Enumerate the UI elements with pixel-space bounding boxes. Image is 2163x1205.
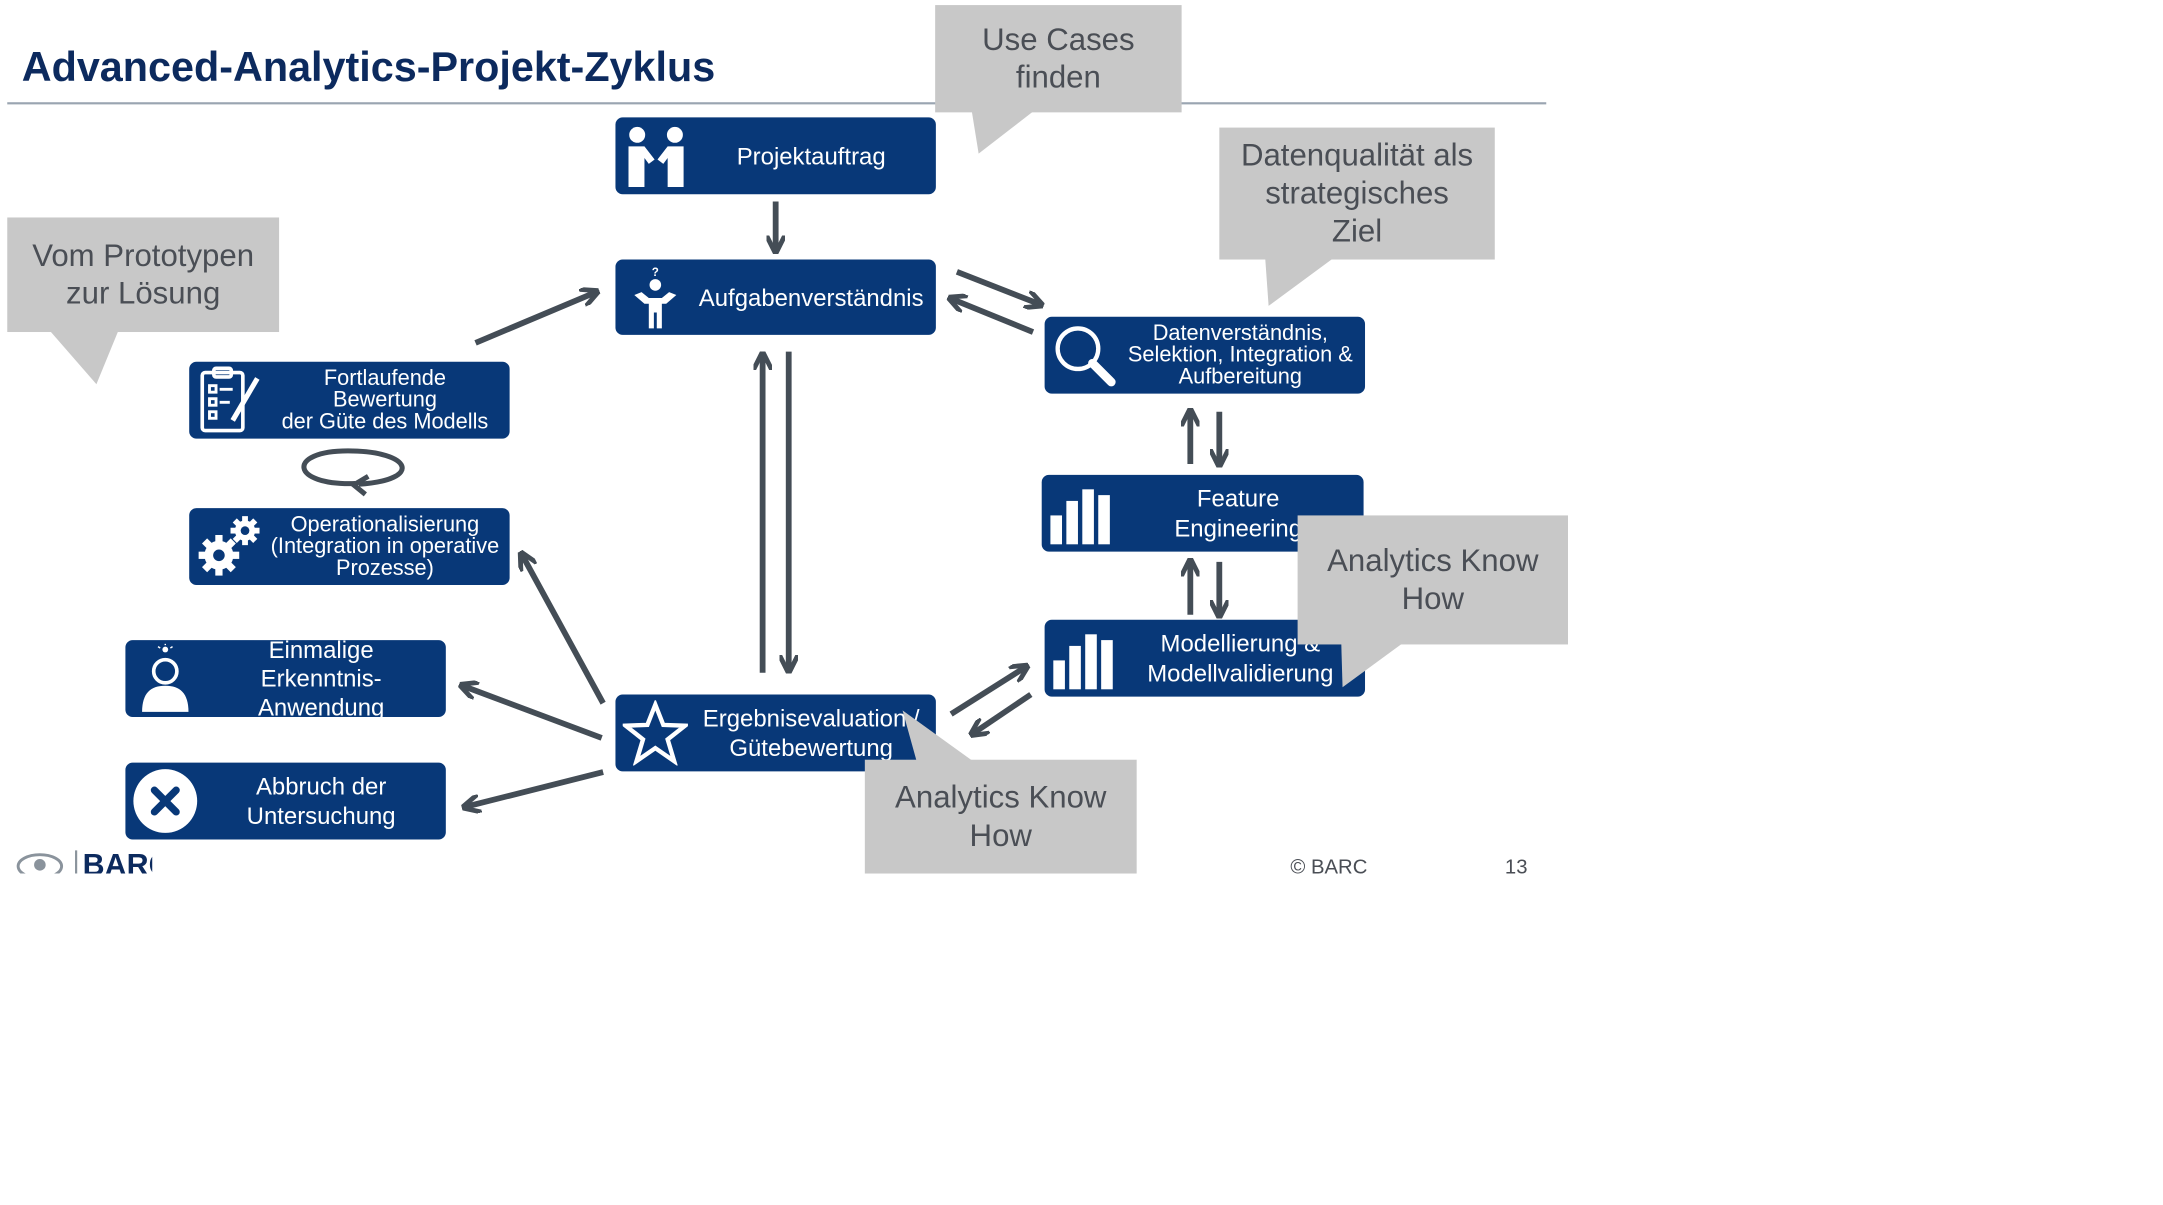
slide: Advanced-Analytics-Projekt-Zyklus bbox=[7, 5, 1569, 882]
arrow-daten-to-aufgabe bbox=[951, 299, 1035, 335]
arrow-ergebnis-to-einmalige bbox=[462, 686, 603, 741]
arrow-ergebnis-to-modell bbox=[949, 667, 1026, 717]
node-aufgabenverstaendnis: ? Aufgabenverständnis bbox=[615, 259, 936, 335]
node-label: Datenverständnis, Selektion, Integration… bbox=[1127, 321, 1353, 389]
arrow-ergebnis-to-operationalisierung bbox=[522, 555, 606, 705]
svg-text:BARC: BARC bbox=[83, 848, 153, 874]
callout-tail bbox=[971, 108, 1037, 154]
page-number: 13 bbox=[1504, 855, 1528, 878]
node-label: Projektauftrag bbox=[736, 142, 886, 170]
callout-tail bbox=[47, 327, 120, 385]
node-label: Fortlaufende Bewertung der Güte des Mode… bbox=[281, 366, 489, 434]
callout-tail bbox=[902, 710, 976, 763]
bar-chart-icon bbox=[1045, 627, 1125, 690]
node-label: Einmalige Erkenntnis-Anwendung bbox=[257, 636, 385, 721]
magnifier-icon bbox=[1045, 323, 1125, 388]
cycle-arrow-icon bbox=[301, 448, 405, 497]
node-ergebnisevaluation: Ergebnisevaluation / Gütebewertung bbox=[615, 694, 936, 772]
page-title: Advanced-Analytics-Projekt-Zyklus bbox=[21, 44, 716, 91]
idea-person-icon bbox=[125, 643, 205, 714]
bar-chart-icon bbox=[1042, 482, 1122, 545]
node-bewertung: Fortlaufende Bewertung der Güte des Mode… bbox=[189, 361, 510, 439]
node-abbruch: Abbruch der Untersuchung bbox=[125, 762, 446, 840]
callout-datenqualitaet: Datenqualität als strategisches Ziel bbox=[1219, 127, 1495, 260]
question-person-icon: ? bbox=[615, 265, 695, 330]
clipboard-checklist-icon bbox=[189, 365, 269, 435]
copyright: © BARC bbox=[1290, 855, 1368, 878]
node-datenverstaendnis: Datenverständnis, Selektion, Integration… bbox=[1044, 316, 1366, 394]
arrow-modell-to-ergebnis bbox=[973, 692, 1033, 733]
arrow-ergebnis-to-abbruch bbox=[465, 769, 604, 807]
flow-arrows bbox=[301, 201, 1568, 874]
handshake-people-icon bbox=[615, 125, 695, 188]
node-operationalisierung: Operationalisierung (Integration in oper… bbox=[189, 508, 510, 586]
node-einmalige: Einmalige Erkenntnis-Anwendung bbox=[125, 636, 446, 720]
arrow-aufgabe-to-daten bbox=[955, 269, 1040, 305]
node-label: Operationalisierung (Integration in oper… bbox=[270, 512, 500, 580]
node-label: Feature Engineering bbox=[1174, 484, 1303, 542]
title-divider bbox=[7, 102, 1547, 105]
callout-tail bbox=[1341, 637, 1410, 688]
node-label: Aufgabenverständnis bbox=[698, 283, 924, 311]
barc-logo: BARC bbox=[7, 845, 171, 882]
cancel-x-icon bbox=[125, 768, 205, 835]
node-label: Ergebnisevaluation / Gütebewertung bbox=[702, 704, 920, 762]
node-projektauftrag: Projektauftrag bbox=[615, 117, 936, 195]
arrow-bewertung-to-aufgabe bbox=[474, 292, 596, 346]
svg-text:?: ? bbox=[652, 267, 659, 279]
node-label: Abbruch der Untersuchung bbox=[246, 772, 396, 830]
callout-tail bbox=[1264, 255, 1338, 306]
gears-icon bbox=[189, 513, 269, 580]
star-icon bbox=[615, 700, 695, 766]
node-label: Modellierung & Modellvalidierung bbox=[1147, 629, 1334, 687]
node-modellierung: Modellierung & Modellvalidierung bbox=[1044, 619, 1366, 697]
